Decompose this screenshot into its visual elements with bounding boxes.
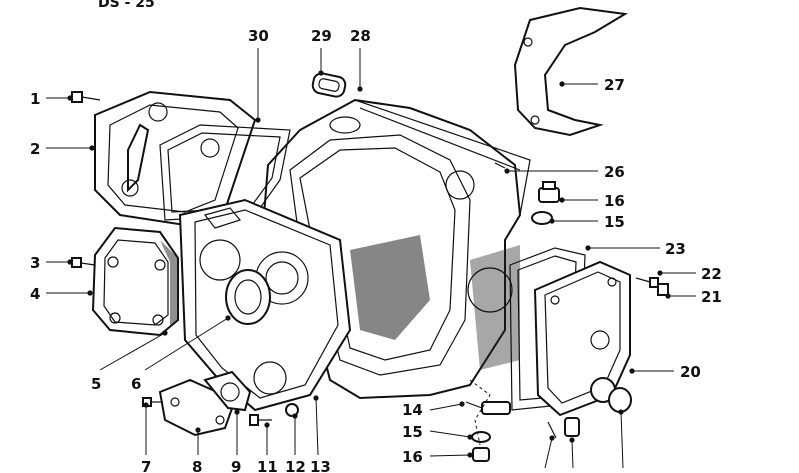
callout-13: 13 <box>310 458 331 473</box>
callout-19: 19 <box>613 470 634 473</box>
callout-29: 29 <box>311 27 332 45</box>
leader-lines <box>46 48 696 469</box>
bolt-17-illustration <box>547 421 557 439</box>
callout-9: 9 <box>231 458 241 473</box>
callout-28: 28 <box>350 27 371 45</box>
shaft-seal-illustration <box>225 269 271 325</box>
breather-14-illustration <box>465 401 511 415</box>
callout-3: 3 <box>30 254 40 272</box>
bolt-1-illustration <box>71 91 101 103</box>
screw-11-illustration <box>249 414 272 426</box>
pin-26-illustration <box>494 162 506 169</box>
alignment-lines <box>469 379 491 446</box>
washer-15-lower-illustration <box>471 431 491 443</box>
callout-17: 17 <box>536 470 557 473</box>
washer-15-upper-illustration <box>531 211 553 225</box>
nut-21-illustration <box>657 283 669 296</box>
plug-16-upper-illustration <box>538 181 560 203</box>
callout-5: 5 <box>91 375 101 393</box>
callout-26: 26 <box>604 163 625 181</box>
callout-27: 27 <box>604 76 625 94</box>
callout-8: 8 <box>192 458 202 473</box>
callout-20: 20 <box>680 363 701 381</box>
callout-11: 11 <box>257 458 278 473</box>
callout-23: 23 <box>665 240 686 258</box>
washer-12-illustration <box>285 403 299 417</box>
callout-12: 12 <box>285 458 306 473</box>
seal-ring-19-illustration <box>608 387 632 413</box>
guard-plate-illustration <box>513 6 628 137</box>
callout-2: 2 <box>30 140 40 158</box>
clamp-18-illustration <box>564 417 580 437</box>
gasket-illustration <box>159 124 291 221</box>
leader-dots <box>67 70 671 458</box>
callout-1: 1 <box>30 90 40 108</box>
callout-7: 7 <box>141 458 151 473</box>
cover-plate-illustration <box>158 370 252 437</box>
bolt-22-illustration <box>635 277 659 288</box>
callout-15-lower: 15 <box>402 423 423 441</box>
callout-14: 14 <box>402 401 423 419</box>
callout-15-upper: 15 <box>604 213 625 231</box>
plug-16-lower-illustration <box>472 447 490 462</box>
diagram-header: DS - 25 <box>98 0 155 11</box>
callout-30: 30 <box>248 27 269 45</box>
callout-4: 4 <box>30 285 40 303</box>
callout-21: 21 <box>701 288 722 306</box>
callout-6: 6 <box>131 375 141 393</box>
side-cover-illustration <box>91 226 179 337</box>
callout-labels: 1 2 3 4 5 6 7 8 9 11 12 13 14 15 15 16 1… <box>30 27 722 473</box>
callout-16-upper: 16 <box>604 192 625 210</box>
seal-29-illustration <box>311 72 347 98</box>
callout-18: 18 <box>564 470 585 473</box>
callout-22: 22 <box>701 265 722 283</box>
bolt-3-illustration <box>71 257 96 268</box>
callout-16-lower: 16 <box>402 448 423 466</box>
